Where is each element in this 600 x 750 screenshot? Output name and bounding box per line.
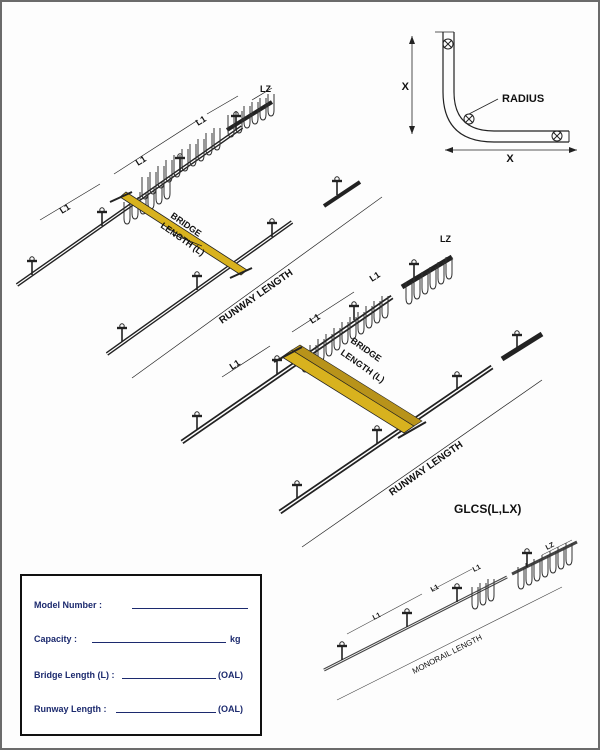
runway-length-field[interactable] — [116, 712, 216, 713]
bridge-length-label: Bridge Length (L) : — [34, 670, 115, 680]
capacity-unit: kg — [230, 634, 241, 644]
l1-dimension-9: L1 — [472, 564, 483, 574]
l1-dimension-2: L1 — [134, 154, 148, 168]
model-code: GLCS(L,LX) — [454, 502, 522, 516]
l1-dimension-4: L1 — [228, 358, 242, 372]
model-number-label: Model Number : — [34, 600, 103, 610]
l1-dimension-5: L1 — [308, 312, 322, 326]
curve-detail: X RADIUS X — [402, 31, 577, 165]
l1-dimension-6: L1 — [368, 270, 382, 284]
capacity-field[interactable] — [92, 642, 226, 643]
order-form: Model Number : Capacity : kg Bridge Leng… — [20, 574, 262, 736]
monorail-assembly — [323, 539, 578, 701]
l1-dimension-7: L1 — [372, 612, 383, 622]
runway-length-label-2: RUNWAY LENGTH — [387, 439, 465, 498]
monorail-length-label: MONORAIL LENGTH — [411, 633, 484, 676]
lz-dimension-3: LZ — [545, 541, 556, 551]
curve-dimension-horizontal: X — [506, 153, 514, 165]
runway-length-label-1: RUNWAY LENGTH — [217, 267, 295, 326]
runway-length-suffix: (OAL) — [218, 704, 243, 714]
l1-dimension-8: L1 — [430, 584, 441, 594]
double-girder-assembly — [180, 254, 544, 548]
curve-dimension-vertical: X — [402, 81, 410, 93]
lz-dimension-1: LZ — [260, 84, 271, 94]
single-girder-assembly — [15, 87, 383, 379]
l1-dimension-1: L1 — [58, 202, 72, 216]
lz-dimension-2: LZ — [440, 234, 451, 244]
bridge-length-field[interactable] — [122, 678, 216, 679]
festoon-cable-back — [123, 93, 275, 225]
radius-label: RADIUS — [502, 93, 544, 105]
bridge-girder-middle — [281, 349, 415, 434]
capacity-label: Capacity : — [34, 634, 78, 644]
runway-length-label: Runway Length : — [34, 704, 107, 714]
l1-dimension-3: L1 — [194, 114, 208, 128]
model-number-field[interactable] — [132, 608, 248, 609]
bridge-length-suffix: (OAL) — [218, 670, 243, 680]
